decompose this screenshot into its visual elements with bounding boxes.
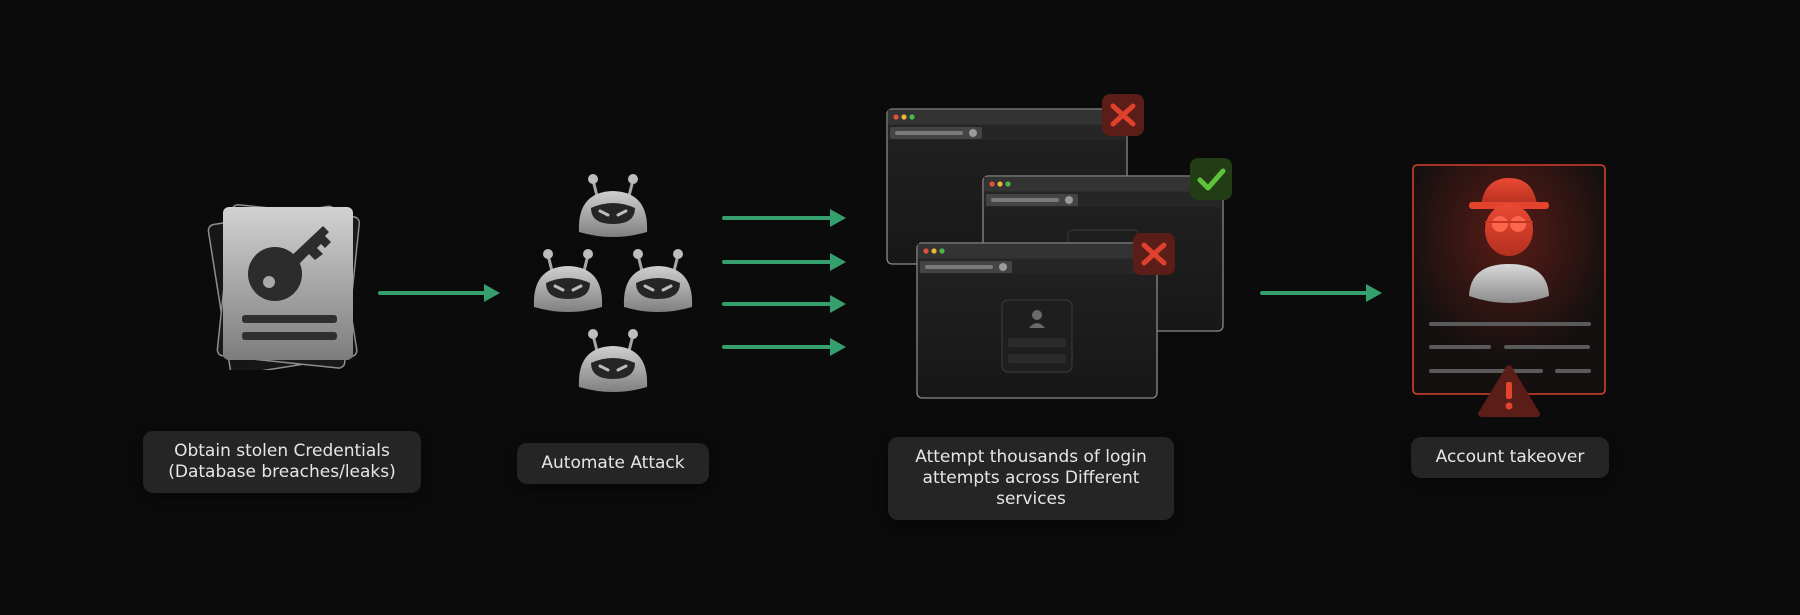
- step-3-label: Attempt thousands of login attempts acro…: [888, 437, 1174, 520]
- flow-arrow: [722, 253, 846, 271]
- fail-x-icon: [1133, 233, 1175, 275]
- step-4-label: Account takeover: [1411, 437, 1609, 478]
- flow-arrow: [1260, 284, 1382, 302]
- flow-arrow: [378, 284, 500, 302]
- flow-arrow: [722, 209, 846, 227]
- step-1-label-text: Obtain stolen Credentials (Database brea…: [168, 441, 396, 482]
- warning-icon: [1478, 365, 1540, 417]
- flow-arrow: [722, 295, 846, 313]
- flow-arrow: [722, 338, 846, 356]
- step-1-label: Obtain stolen Credentials (Database brea…: [143, 431, 421, 493]
- bot-group-icon: [532, 172, 694, 394]
- key-document-icon: [207, 203, 361, 370]
- step-2-label: Automate Attack: [517, 443, 709, 484]
- fail-x-icon: [1102, 94, 1144, 136]
- step-4-label-text: Account takeover: [1435, 447, 1585, 467]
- flow-arrows-multi: [722, 209, 846, 356]
- browser-window-stack: [886, 94, 1232, 399]
- hacker-profile-icon: [1412, 164, 1606, 417]
- browser-window-icon: [916, 242, 1158, 399]
- step-3-label-text: Attempt thousands of login attempts acro…: [915, 447, 1147, 509]
- step-2-label-text: Automate Attack: [541, 453, 685, 473]
- success-check-icon: [1190, 158, 1232, 200]
